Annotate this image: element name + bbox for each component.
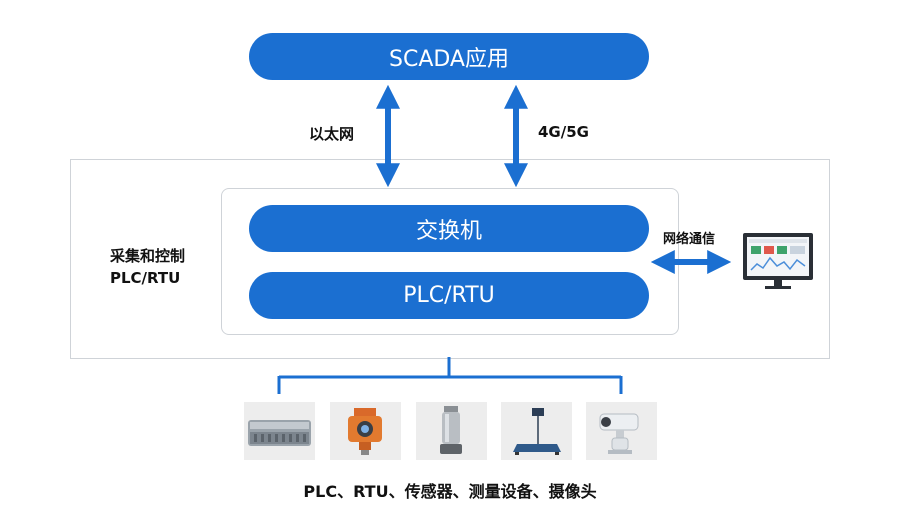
network-comm-label: 网络通信 <box>663 232 716 247</box>
field-bus-lines <box>277 357 623 394</box>
collect-control-label: 采集和控制 PLC/RTU <box>110 245 185 289</box>
field-devices-caption: PLC、RTU、传感器、测量设备、摄像头 <box>303 482 597 501</box>
collect-control-line1: 采集和控制 <box>110 247 186 265</box>
switch-node: 交换机 <box>249 205 649 252</box>
scada-app-label: SCADA应用 <box>389 46 509 72</box>
ethernet-label: 以太网 <box>309 125 355 143</box>
plc-rtu-label: PLC/RTU <box>403 283 495 308</box>
monitor-icon <box>743 233 813 289</box>
switch-label: 交换机 <box>415 218 482 244</box>
plc-module-icon <box>244 402 315 460</box>
surveillance-camera-icon <box>586 402 657 460</box>
sensor-probe-icon <box>416 402 487 460</box>
weighing-scale-icon <box>501 402 572 460</box>
cellular-label: 4G/5G <box>538 123 589 141</box>
collect-control-line2: PLC/RTU <box>110 269 181 287</box>
gas-detector-icon <box>330 402 401 460</box>
plc-rtu-node: PLC/RTU <box>249 272 649 319</box>
scada-app-node: SCADA应用 <box>249 33 649 80</box>
